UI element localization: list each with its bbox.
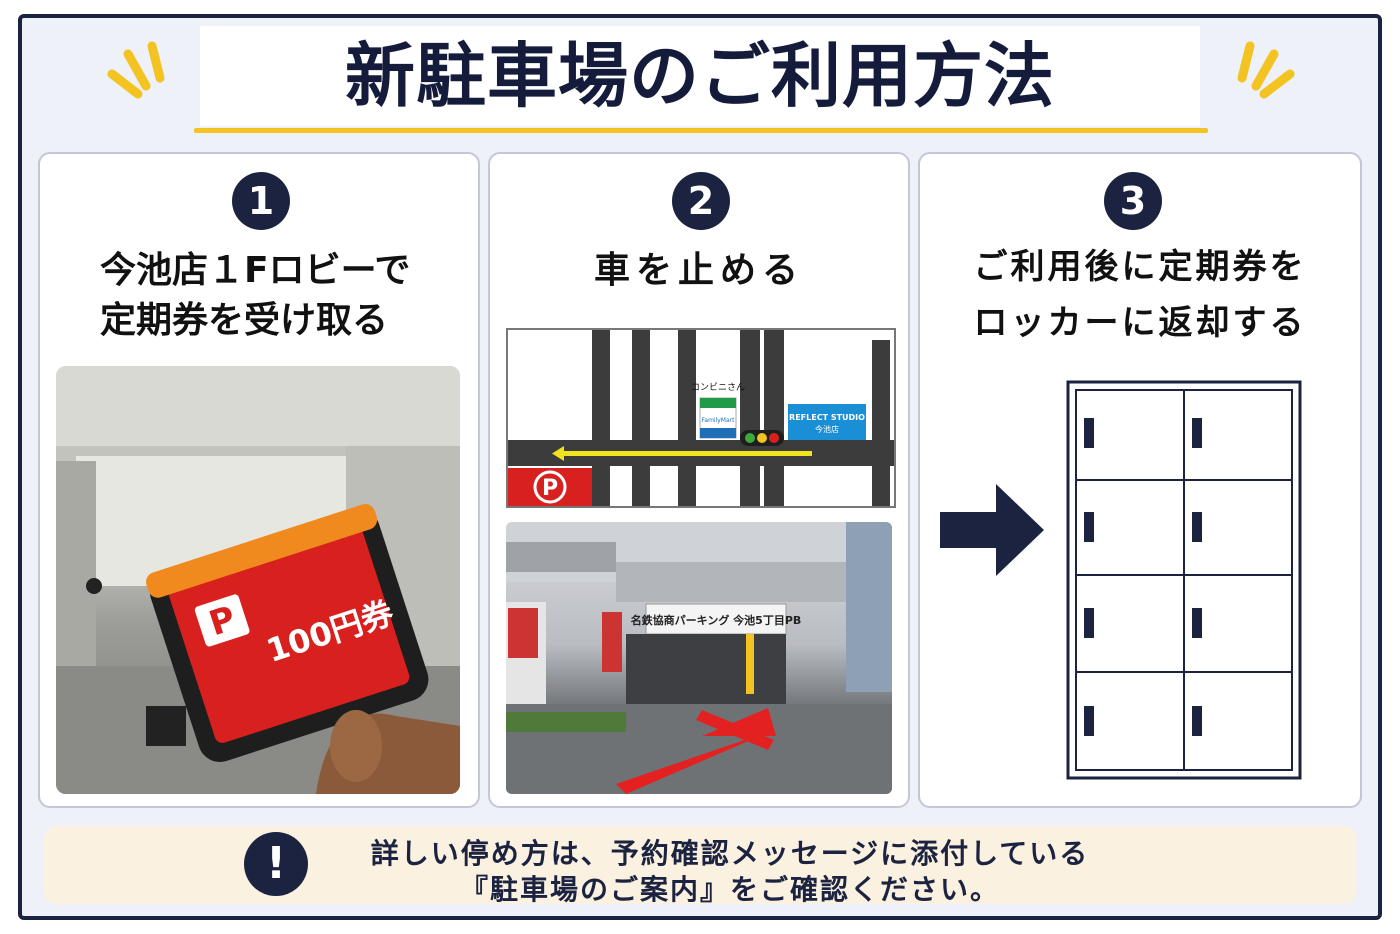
parking-building-drawing: 名鉄協商パーキング 今池5丁目PB — [506, 522, 892, 794]
title-underline — [194, 128, 1208, 133]
step-number-2: 2 — [672, 172, 730, 230]
right-arrow-icon — [940, 484, 1044, 576]
studio-branch-label: 今池店 — [815, 424, 839, 434]
notice-line-2: 『駐車場のご案内』をご確認ください。 — [459, 873, 1000, 906]
ticket-pickup-photo: P 100円券 — [56, 366, 460, 794]
studio-name-label: REFLECT STUDIO — [789, 413, 865, 422]
left-burst-icon — [107, 41, 165, 99]
step-2-text-line-1: 車を止める — [593, 250, 804, 291]
familymart-logo-text: FamilyMart — [702, 417, 736, 424]
step-number-1: 1 — [232, 172, 290, 230]
route-map-drawing: P コンビニさん FamilyMart REFLECT STUDIO 今池店 — [508, 330, 894, 506]
step-3-text-line-2: ロッカーに返却する — [973, 303, 1307, 343]
step-card-2: 2 車を止める P コンビニさん — [488, 152, 910, 808]
locker-icon — [1066, 380, 1302, 780]
title-background — [200, 26, 1200, 126]
step-1-text-line-2: 定期券を受け取る — [100, 300, 389, 341]
parking-sign-text: 名鉄協商パーキング 今池5丁目PB — [631, 613, 802, 627]
route-map: P コンビニさん FamilyMart REFLECT STUDIO 今池店 — [506, 328, 896, 508]
page-title: 新駐車場のご利用方法 — [345, 35, 1055, 117]
notice-line-1: 詳しい停め方は、予約確認メッセージに添付している — [370, 837, 1090, 870]
right-burst-icon — [1237, 41, 1295, 99]
map-parking-mark: P — [542, 476, 558, 501]
step-card-3: 3 ご利用後に定期券を ロッカーに返却する — [918, 152, 1362, 808]
step-number-3: 3 — [1104, 172, 1162, 230]
parking-ticket-photo-icon: P 100円券 — [56, 366, 460, 794]
step-3-text-line-1: ご利用後に定期券を — [973, 247, 1307, 287]
step-1-text-line-1: 今池店１Fロビーで — [100, 250, 411, 291]
step-card-1: 1 今池店１Fロビーで 定期券を受け取る P 100円券 — [38, 152, 480, 808]
convenience-store-label: コンビニさん — [691, 382, 745, 393]
exclamation-icon: ! — [244, 832, 308, 896]
parking-entrance-photo: 名鉄協商パーキング 今池5丁目PB — [506, 522, 892, 794]
